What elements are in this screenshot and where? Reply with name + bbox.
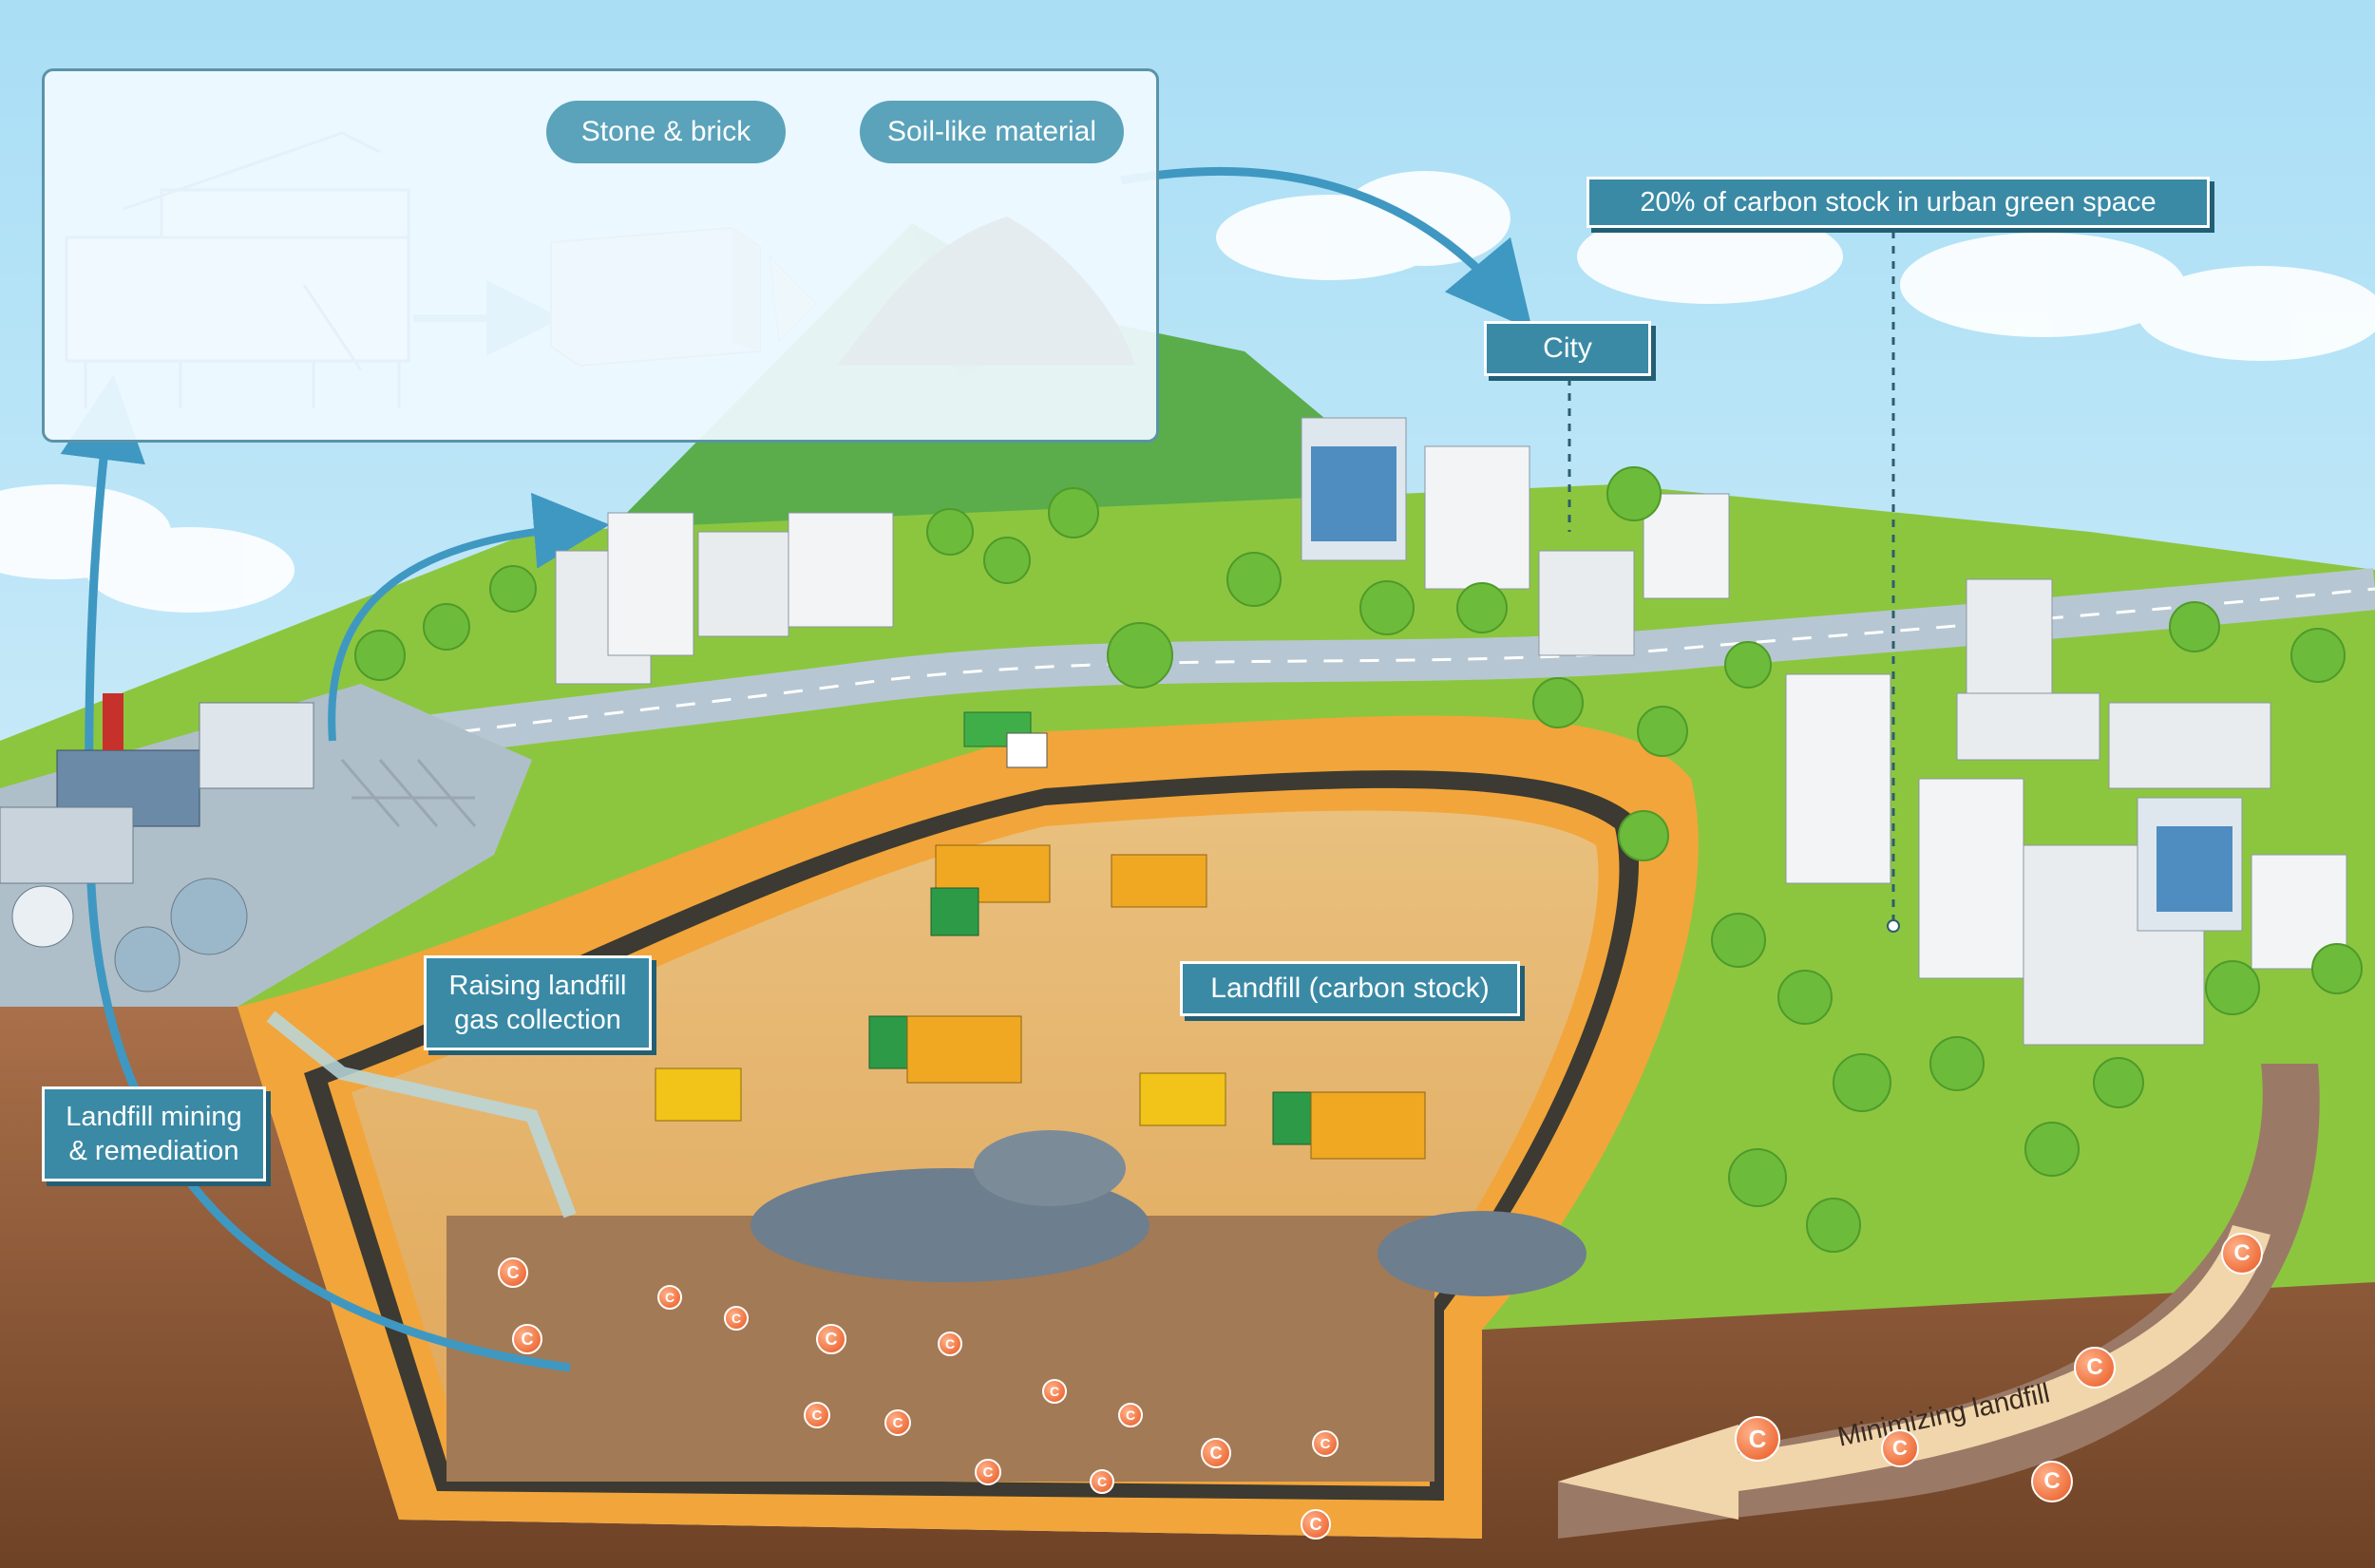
carbon-marker: C: [804, 1402, 830, 1428]
clouds: [0, 171, 2375, 613]
gas-pipe: [266, 1011, 577, 1219]
gas-to-city-arrow: [328, 492, 610, 742]
carbon-marker: C: [938, 1332, 962, 1356]
city-buildings: [555, 417, 2347, 1046]
carbon-marker: C: [724, 1306, 749, 1331]
soil-to-city-arrow: [1120, 167, 1533, 331]
carbon-marker: C: [2074, 1347, 2116, 1389]
carbon-marker: C: [816, 1324, 846, 1354]
waste-tunnel: [1558, 1064, 2320, 1539]
waste-piles: [750, 1130, 1586, 1296]
landfill-carbon-stock-label: Landfill (carbon stock): [1180, 961, 1520, 1016]
stone-brick-label: Stone & brick: [546, 101, 786, 163]
carbon-marker: C: [1301, 1509, 1331, 1540]
carbon-marker: C: [1881, 1429, 1919, 1467]
landfill-mining-label: Landfill mining & remediation: [42, 1086, 266, 1181]
carbon-marker: C: [1042, 1379, 1067, 1404]
carbon-marker: C: [1090, 1469, 1114, 1494]
soil-cross-section: [0, 1007, 2375, 1568]
landfill-mining-arrow: [60, 374, 571, 1372]
carbon-marker: C: [498, 1257, 528, 1288]
city-label: City: [1484, 321, 1651, 376]
carbon-marker: C: [1735, 1416, 1780, 1462]
carbon-marker: C: [2221, 1233, 2263, 1275]
carbon-marker: C: [1118, 1403, 1143, 1427]
carbon-marker: C: [884, 1409, 911, 1436]
soil-like-material-label: Soil-like material: [860, 101, 1124, 163]
landfill-trucks: [655, 711, 1426, 1160]
carbon-marker: C: [2031, 1461, 2073, 1502]
carbon-marker: C: [512, 1324, 542, 1354]
carbon-marker: C: [1201, 1438, 1231, 1468]
raising-gas-collection-label: Raising landfill gas collection: [424, 955, 652, 1050]
urban-green-space-label: 20% of carbon stock in urban green space: [1586, 177, 2210, 228]
industrial-facility: [0, 693, 477, 992]
carbon-marker: C: [657, 1285, 682, 1310]
carbon-marker: C: [975, 1459, 1001, 1485]
carbon-marker: C: [1312, 1430, 1339, 1457]
trees: [354, 466, 2363, 1253]
